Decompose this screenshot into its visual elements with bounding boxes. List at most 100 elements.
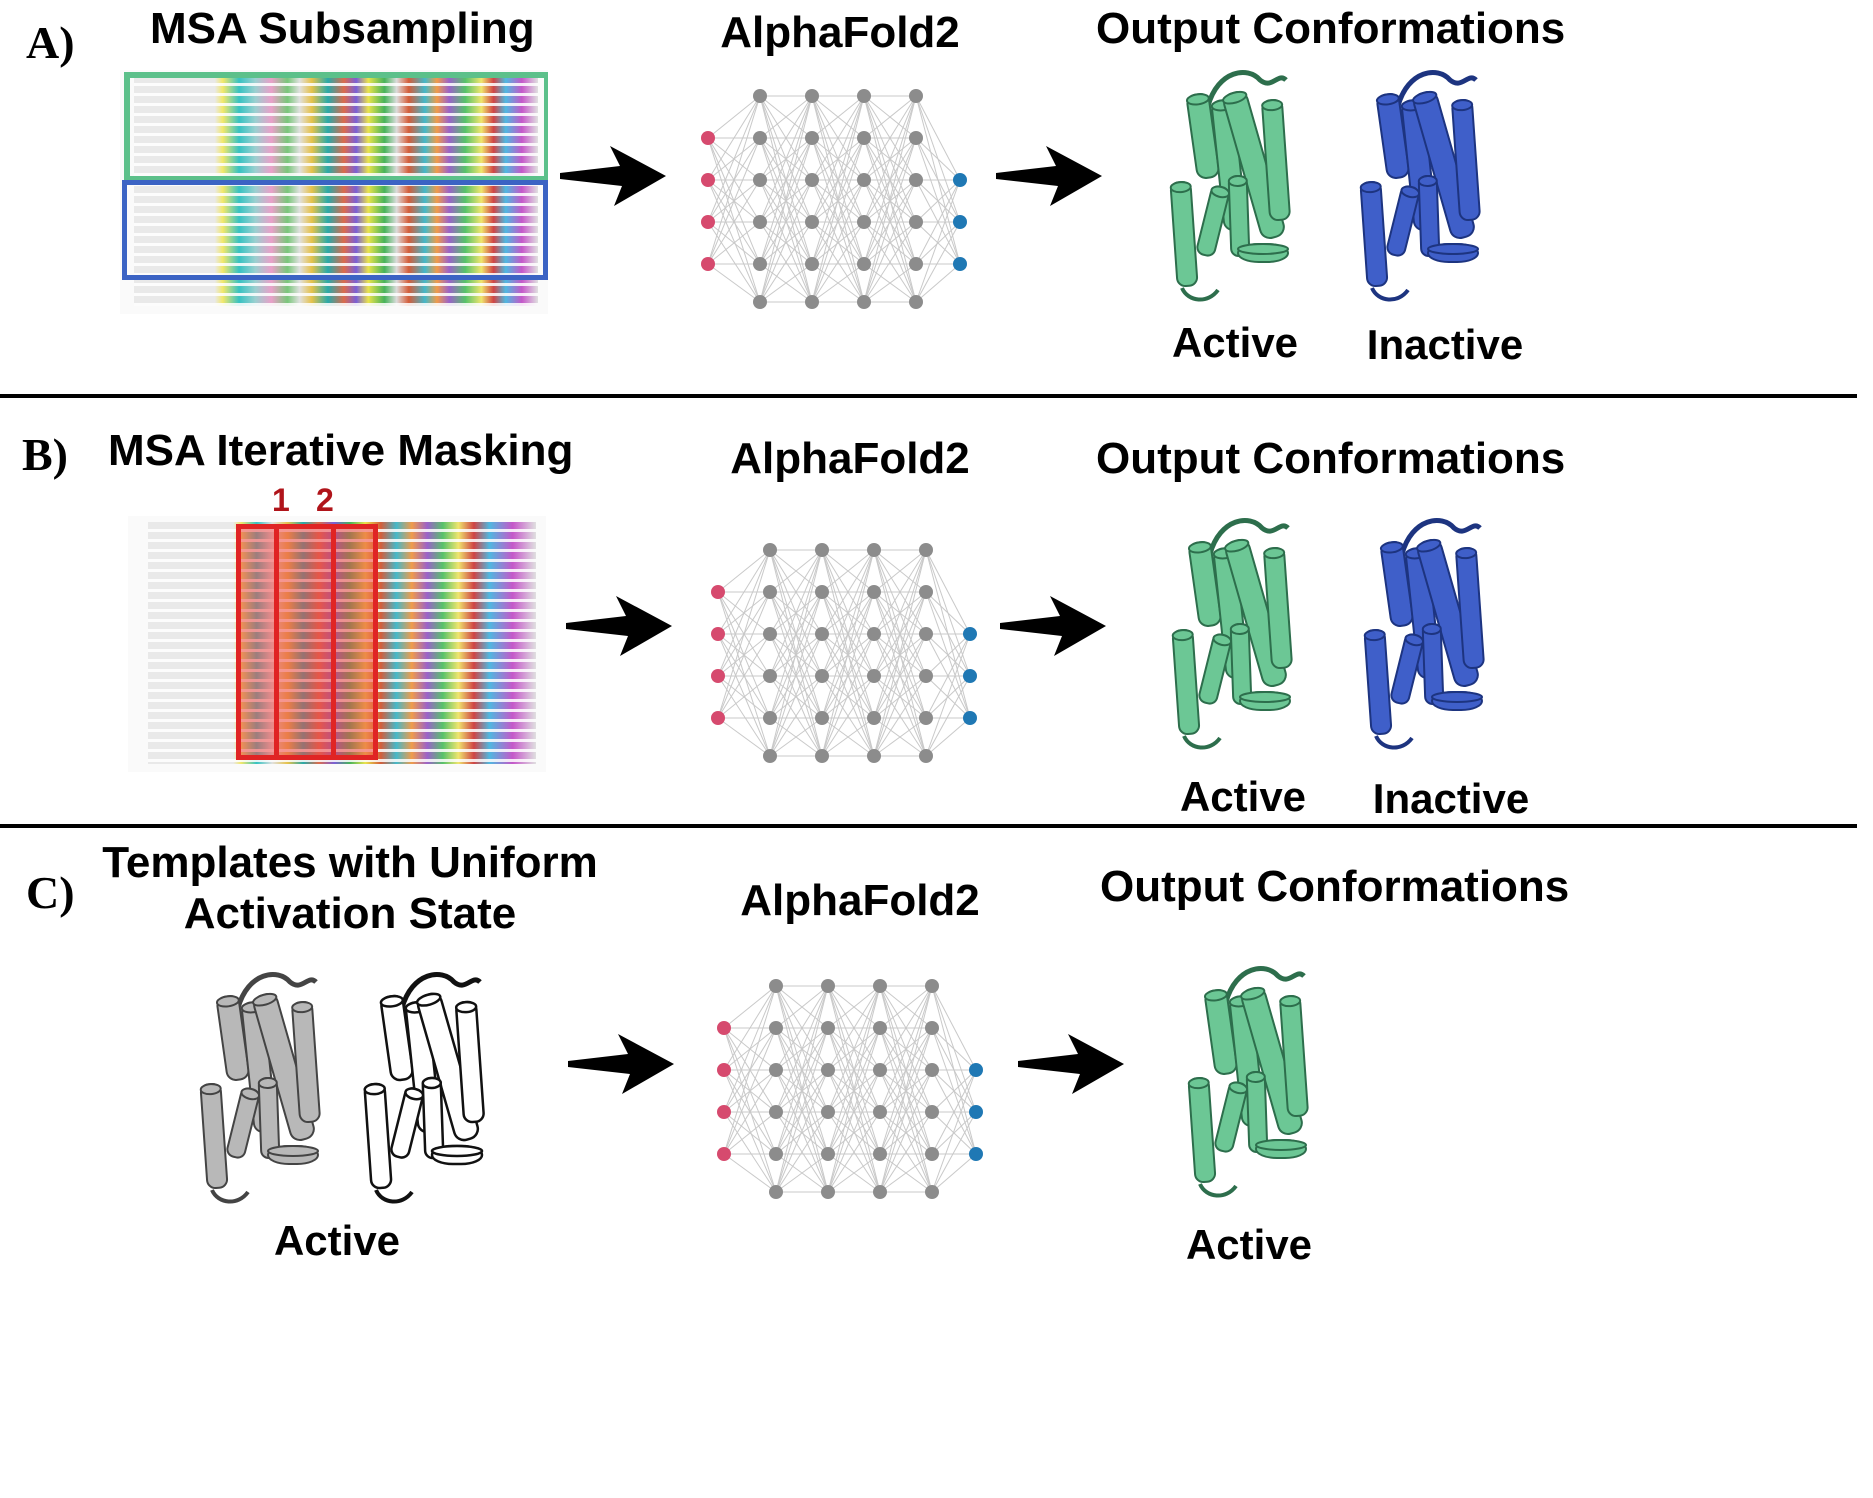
hidden-node xyxy=(925,979,939,993)
network-edge xyxy=(723,1069,777,1155)
arrow-icon xyxy=(1000,596,1106,656)
network-edge xyxy=(775,985,829,1193)
helix-cylinder xyxy=(390,1087,425,1159)
network-edge xyxy=(811,179,865,303)
network-edge xyxy=(759,95,813,139)
hidden-node xyxy=(925,1147,939,1161)
network-edge xyxy=(821,633,875,719)
arrow-icon xyxy=(566,596,672,656)
network-edge xyxy=(821,549,875,677)
helix-cylinder xyxy=(291,1001,321,1123)
hidden-node xyxy=(763,627,777,641)
network-edge xyxy=(879,985,933,1029)
network-edge xyxy=(873,591,927,757)
hidden-node xyxy=(821,979,835,993)
network-edge xyxy=(915,137,961,181)
input-title: MSA Subsampling xyxy=(150,4,535,53)
network-edge xyxy=(863,221,917,303)
hidden-node xyxy=(805,257,819,271)
helix-cylinder xyxy=(1229,622,1253,706)
network-edge xyxy=(707,179,761,303)
loop xyxy=(235,972,318,1009)
network-edge xyxy=(931,1153,977,1193)
hidden-node xyxy=(867,627,881,641)
network-edge xyxy=(873,633,927,719)
loop xyxy=(1399,518,1482,555)
hidden-node xyxy=(919,543,933,557)
network-edge xyxy=(811,95,865,303)
hidden-node xyxy=(919,749,933,763)
input-node xyxy=(711,585,725,599)
network-edge xyxy=(915,221,961,303)
network-edge xyxy=(707,263,761,303)
output-node xyxy=(963,711,977,725)
hidden-node xyxy=(867,669,881,683)
helix-cylinder xyxy=(1239,691,1291,711)
network-edge xyxy=(707,95,761,265)
hidden-node xyxy=(753,215,767,229)
network-edge xyxy=(707,95,761,139)
arrow-icon xyxy=(1018,1034,1124,1094)
hidden-node xyxy=(857,131,871,145)
network-edge xyxy=(879,985,933,1155)
network-edge xyxy=(723,1111,777,1193)
network-edge xyxy=(723,985,777,1029)
helix-cylinder xyxy=(1187,1076,1217,1184)
hidden-node xyxy=(873,1185,887,1199)
network-edge xyxy=(775,1027,829,1193)
network-edge xyxy=(925,591,971,635)
arrow-icon xyxy=(996,146,1102,206)
hidden-node xyxy=(763,749,777,763)
inactive-structure-icon xyxy=(1363,518,1485,750)
network-edge xyxy=(769,675,823,719)
network-edge xyxy=(759,263,813,303)
hidden-node xyxy=(763,669,777,683)
network-edge xyxy=(775,1111,829,1155)
network-edge xyxy=(821,633,875,757)
neural-network xyxy=(701,89,967,309)
hidden-node xyxy=(909,131,923,145)
network-edge xyxy=(723,985,777,1155)
network-edge xyxy=(827,1153,881,1193)
helix-cylinder xyxy=(454,1000,485,1124)
input-node xyxy=(711,669,725,683)
hidden-node xyxy=(815,669,829,683)
active-label: Active xyxy=(1185,1221,1313,1268)
helix-cylinder xyxy=(379,994,414,1082)
hidden-node xyxy=(925,1185,939,1199)
network-edge xyxy=(915,95,961,181)
network-edge xyxy=(769,549,823,635)
network-edge xyxy=(707,95,761,223)
network-edge xyxy=(931,1027,977,1071)
network-edge xyxy=(863,221,917,265)
active-structure-icon xyxy=(1171,518,1293,750)
network-edge xyxy=(879,985,933,1071)
hidden-node xyxy=(919,669,933,683)
network-edge xyxy=(811,179,865,265)
network-edge xyxy=(863,263,917,303)
network-edge xyxy=(821,591,875,757)
network-edge xyxy=(723,1027,777,1155)
helix-cylinder xyxy=(1245,1070,1269,1154)
network-edge xyxy=(717,591,771,757)
hidden-node xyxy=(857,173,871,187)
hidden-node xyxy=(867,711,881,725)
input-title-line: Templates with Uniform xyxy=(102,838,598,887)
helix-cylinder xyxy=(1359,180,1389,288)
hidden-node xyxy=(753,89,767,103)
arrow-icon xyxy=(568,1034,674,1094)
hidden-node xyxy=(815,585,829,599)
network-edge xyxy=(863,95,917,303)
network-edge xyxy=(759,95,813,223)
output-node xyxy=(963,627,977,641)
hidden-node xyxy=(753,131,767,145)
hidden-node xyxy=(925,1063,939,1077)
network-edge xyxy=(769,549,823,757)
network-edge xyxy=(769,549,823,719)
hidden-node xyxy=(857,89,871,103)
network-edge xyxy=(879,985,933,1113)
helix-cylinder xyxy=(1279,995,1309,1117)
network-edge xyxy=(759,221,813,265)
network-edge xyxy=(723,1069,777,1193)
network-edge xyxy=(775,1069,829,1193)
